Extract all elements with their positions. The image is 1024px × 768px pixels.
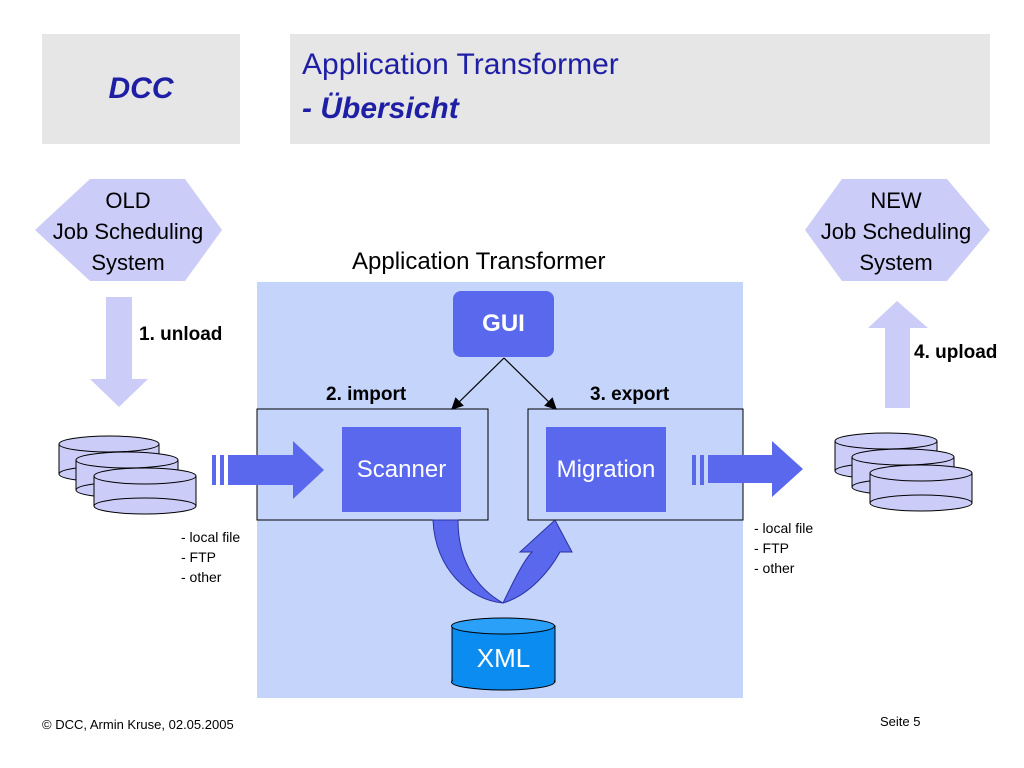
step-unload: 1. unload (139, 324, 223, 345)
disk-3 (869, 464, 973, 512)
source-item: - local file (181, 529, 241, 545)
new-system-hexagon (805, 179, 990, 281)
old-system-hexagon (35, 179, 222, 281)
transformer-title: Application Transformer (352, 248, 606, 275)
step-upload: 4. upload (914, 342, 998, 363)
source-item: - other (181, 569, 222, 585)
new-system-line: Job Scheduling (820, 219, 972, 244)
source-item: - local file (754, 520, 814, 536)
xml-cylinder (451, 617, 556, 691)
sources-left: - local file - FTP - other (181, 527, 240, 587)
right-database-stack (834, 432, 973, 512)
source-item: - FTP (181, 549, 216, 565)
logo-panel: DCC (42, 34, 240, 144)
scanner-label: Scanner (356, 455, 447, 483)
export-flow-arrow (692, 441, 803, 497)
page-subtitle: - Übersicht (302, 92, 459, 126)
old-system-line: Job Scheduling (52, 219, 204, 244)
old-system-line: System (91, 250, 165, 275)
old-system-label: OLD Job Scheduling System (28, 185, 228, 278)
footer-copyright: © DCC, Armin Kruse, 02.05.2005 (42, 717, 234, 732)
page-title: Application Transformer (302, 48, 619, 81)
unload-arrow (90, 297, 148, 407)
footer-page-number: Seite 5 (880, 714, 921, 729)
new-system-label: NEW Job Scheduling System (796, 185, 996, 278)
disk-3 (93, 467, 197, 515)
gui-to-migration-line (503, 357, 557, 410)
subtitle-dash: - (302, 92, 312, 125)
title-panel: Application Transformer - Übersicht (290, 34, 990, 144)
gui-box: GUI (453, 291, 554, 357)
new-system-line: System (859, 250, 933, 275)
gui-label: GUI (482, 310, 525, 337)
subtitle-text: Übersicht (320, 92, 459, 125)
xml-roundtrip-arrow (432, 519, 573, 604)
xml-label-wrap: XML (452, 636, 555, 680)
import-flow-arrow (212, 441, 324, 499)
scanner-box: Scanner (342, 427, 461, 512)
logo-text: DCC (108, 72, 174, 105)
left-database-stack (58, 435, 197, 515)
gui-to-scanner-line (451, 357, 505, 410)
migration-label: Migration (556, 455, 656, 483)
new-system-line: NEW (870, 188, 922, 213)
source-item: - FTP (754, 540, 789, 556)
upload-arrow (868, 301, 928, 408)
xml-label: XML (476, 642, 531, 673)
step-export: 3. export (590, 384, 670, 405)
step-import: 2. import (326, 384, 407, 405)
sources-right: - local file - FTP - other (754, 518, 813, 578)
source-item: - other (754, 560, 795, 576)
old-system-line: OLD (105, 188, 151, 213)
migration-box: Migration (546, 427, 666, 512)
